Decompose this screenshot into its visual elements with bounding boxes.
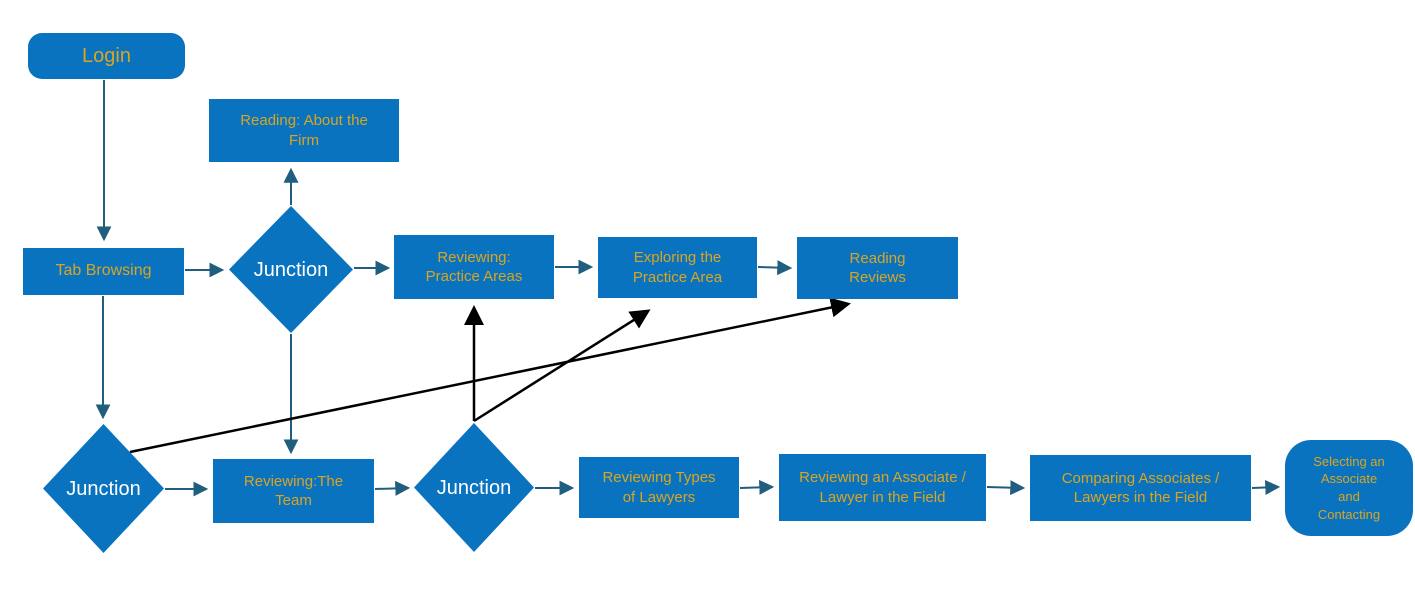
node-reading-reviews: Reading Reviews bbox=[797, 237, 958, 299]
node-tab-browsing: Tab Browsing bbox=[23, 248, 184, 295]
node-selecting-an-associate: Selecting an Associate and Contacting bbox=[1285, 440, 1413, 536]
node-exploring-practice-area: Exploring the Practice Area bbox=[598, 237, 757, 298]
connector-comparing-to-selecting bbox=[1251, 479, 1281, 495]
connector-reviewing-associate-to-comparing bbox=[986, 480, 1026, 496]
connector-reviewing-types-to-reviewing-associate bbox=[739, 479, 775, 495]
node-reviewing-an-associate: Reviewing an Associate / Lawyer in the F… bbox=[779, 454, 986, 521]
node-reviewing-the-team: Reviewing:The Team bbox=[213, 459, 374, 523]
arrow-junction2-to-reading-reviews bbox=[129, 297, 851, 454]
arrow-junction3-to-exploring-practice-area bbox=[473, 309, 651, 423]
node-login: Login bbox=[28, 33, 185, 79]
connector-reviewing-the-team-to-junction3 bbox=[374, 480, 411, 496]
node-reading-about-firm: Reading: About the Firm bbox=[209, 99, 399, 162]
node-reviewing-types-of-lawyers: Reviewing Types of Lawyers bbox=[579, 457, 739, 518]
connector-exploring-to-reading-reviews bbox=[757, 260, 793, 276]
node-comparing-associates: Comparing Associates / Lawyers in the Fi… bbox=[1030, 455, 1251, 521]
node-reviewing-practice-areas: Reviewing: Practice Areas bbox=[394, 235, 554, 299]
